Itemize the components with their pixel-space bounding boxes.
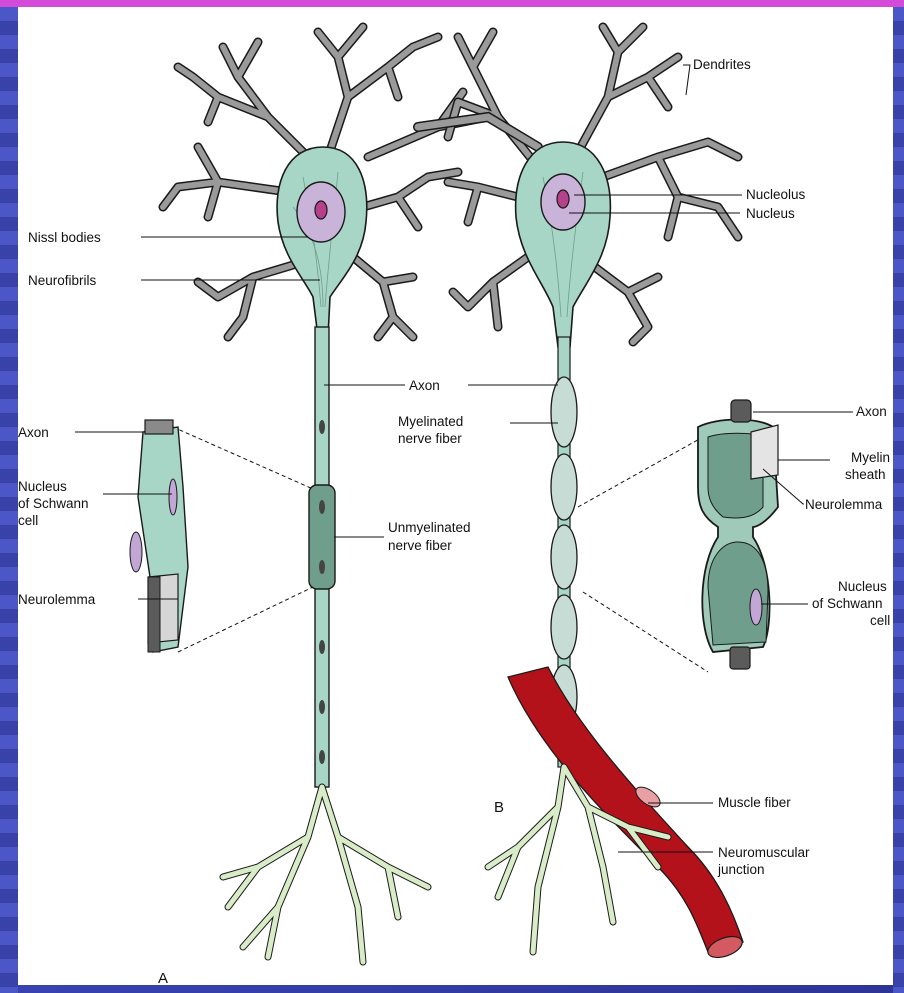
label-inset-a-nucleus-line2: of Schwann xyxy=(18,496,89,511)
inset-a-axon-end xyxy=(145,420,173,434)
label-inset-b-myelin-line1: Myelin xyxy=(851,450,890,465)
inset-a-unmyelinated-fiber xyxy=(130,420,313,652)
label-inset-a-nucleus-line3: cell xyxy=(18,513,38,528)
neuron-a-nucleolus xyxy=(315,201,327,219)
inset-b-axon-end xyxy=(731,400,751,422)
neuron-b-cell-body xyxy=(516,142,611,347)
label-myelinated-line1: Myelinated xyxy=(398,414,463,429)
label-axon-center: Axon xyxy=(409,378,440,393)
neuron-diagram: Dendrites Nucleolus Nucleus Nissl bodies… xyxy=(18,7,893,985)
inset-b-schwann-nucleus xyxy=(750,589,762,625)
label-unmyelinated-line1: Unmyelinated xyxy=(388,520,471,535)
label-inset-b-nucleus-line3: cell xyxy=(870,613,890,628)
slide-left-border xyxy=(0,7,18,993)
label-dendrites: Dendrites xyxy=(693,57,751,72)
panel-letter-b: B xyxy=(494,799,504,816)
neuron-diagram-canvas: Dendrites Nucleolus Nucleus Nissl bodies… xyxy=(18,7,893,985)
label-inset-a-axon: Axon xyxy=(18,425,49,440)
label-myelinated-line2: nerve fiber xyxy=(398,431,462,446)
label-neurofibrils: Neurofibrils xyxy=(28,273,97,288)
label-inset-b-axon: Axon xyxy=(856,404,887,419)
muscle-fiber xyxy=(508,667,745,962)
label-inset-b-neurolemma: Neurolemma xyxy=(805,497,883,512)
neuron-b-nucleolus xyxy=(557,190,569,208)
label-inset-b-nucleus-line2: of Schwann xyxy=(812,596,883,611)
label-unmyelinated-line2: nerve fiber xyxy=(388,538,452,553)
label-muscle-fiber: Muscle fiber xyxy=(718,795,791,810)
label-nucleolus: Nucleolus xyxy=(746,187,806,202)
label-inset-b-myelin-line2: sheath xyxy=(845,467,886,482)
slide-top-accent-bar xyxy=(0,0,904,7)
panel-letter-a: A xyxy=(158,970,168,985)
slide-right-border xyxy=(893,7,904,993)
neuron-b xyxy=(418,27,745,962)
inset-b-myelinated-fiber xyxy=(578,400,778,672)
label-nmj-line2: junction xyxy=(717,862,765,877)
label-inset-b-nucleus-line1: Nucleus xyxy=(838,579,887,594)
label-nucleus: Nucleus xyxy=(746,206,795,221)
label-inset-a-neurolemma: Neurolemma xyxy=(18,592,96,607)
label-nmj-line1: Neuromuscular xyxy=(718,845,810,860)
label-nissl-bodies: Nissl bodies xyxy=(28,230,101,245)
inset-a-schwann-nucleus xyxy=(169,479,177,515)
neuron-a xyxy=(163,27,488,962)
neuron-a-axon-terminals xyxy=(223,787,428,962)
label-inset-a-nucleus-line1: Nucleus xyxy=(18,479,67,494)
